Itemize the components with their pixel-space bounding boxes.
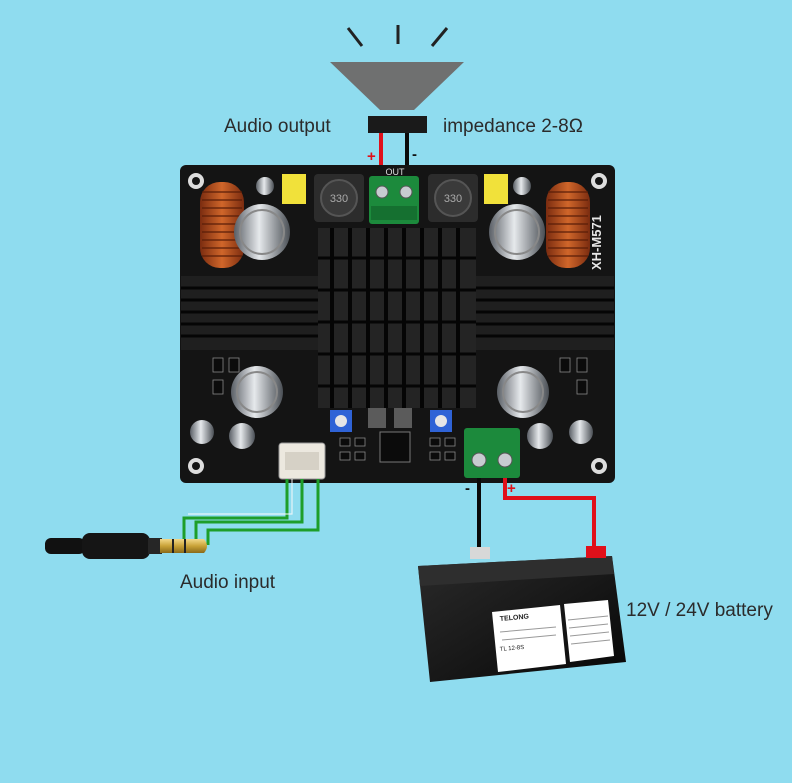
trimmer-right xyxy=(394,408,412,428)
heat-sink xyxy=(181,228,614,408)
speaker-icon xyxy=(330,25,464,133)
speaker-plus-sign: + xyxy=(367,148,376,165)
inductor-left xyxy=(314,174,364,222)
capacitor-top-right xyxy=(489,204,545,260)
input-wire-right xyxy=(194,479,304,545)
battery-sticker-left xyxy=(492,605,566,672)
film-capacitor-left xyxy=(282,174,306,204)
capacitor-bottom-right xyxy=(497,366,549,418)
power-terminal xyxy=(464,428,520,478)
capacitor-top-left xyxy=(234,204,290,260)
output-terminal xyxy=(369,176,419,224)
battery-brand-label: TELONG xyxy=(500,613,530,623)
input-wire-left xyxy=(182,479,289,545)
potentiometer-right xyxy=(430,410,452,432)
audio-input-label: Audio input xyxy=(180,572,276,593)
capacitor-small xyxy=(190,177,593,449)
toroid-coil-right xyxy=(546,182,590,268)
audio-input-connector xyxy=(278,442,326,480)
audio-jack-icon xyxy=(45,533,207,559)
impedance-label: impedance 2-8Ω xyxy=(443,116,583,137)
speaker-minus-sign: - xyxy=(412,146,417,163)
power-wire-red xyxy=(503,478,596,548)
battery-sticker-text-lines xyxy=(499,615,611,645)
sound-wave-left xyxy=(346,27,364,47)
audio-output-label: Audio output xyxy=(224,116,331,137)
board-model-label: XH-M571 xyxy=(589,215,604,270)
sound-wave-right xyxy=(430,27,449,47)
trimmer-left xyxy=(368,408,386,428)
battery-negative-terminal xyxy=(470,547,490,559)
battery-model-label: TL 12-8S xyxy=(500,645,525,653)
inductor-right xyxy=(428,174,478,222)
speaker-cone xyxy=(330,62,464,110)
power-plus-sign: + xyxy=(507,480,516,497)
film-capacitor-right xyxy=(484,174,508,204)
battery-positive-terminal xyxy=(586,546,606,558)
smd-components xyxy=(212,357,588,461)
inductor-code-left: 330 xyxy=(330,193,348,205)
op-amp-chip xyxy=(379,431,411,463)
out-marking: OUT xyxy=(386,167,406,177)
mounting-hole-icon xyxy=(188,173,607,474)
input-wire-highlight xyxy=(188,479,293,515)
potentiometer-left xyxy=(330,410,352,432)
battery-sticker-right xyxy=(564,600,614,662)
power-minus-sign: - xyxy=(465,480,470,497)
capacitor-bottom-left xyxy=(231,366,283,418)
speaker-magnet xyxy=(368,116,427,133)
battery-icon xyxy=(418,546,626,682)
battery-label: 12V / 24V battery xyxy=(626,600,773,621)
input-wire-ground xyxy=(206,479,320,545)
inductor-code-right: 330 xyxy=(444,193,462,205)
amplifier-board xyxy=(180,165,615,483)
